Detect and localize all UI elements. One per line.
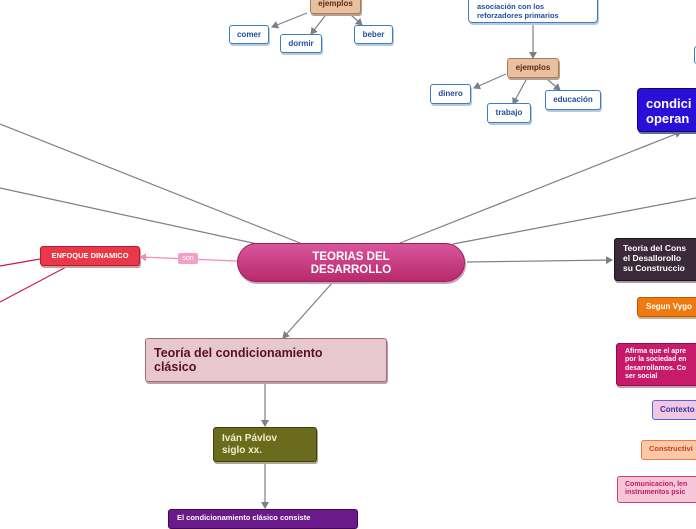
constructivismo-pill[interactable]: Constructivi (641, 440, 696, 460)
asociacion-line2: reforzadores primarios (477, 10, 559, 20)
example-educacion[interactable]: educación (545, 90, 601, 110)
operante-node[interactable]: condici operan (637, 88, 696, 132)
example-beber[interactable]: beber (354, 25, 393, 44)
constructivismo-node[interactable]: Teoria del Cons el Desallorollo su Const… (614, 238, 696, 281)
vygotsky-node[interactable]: Segun Vygo (637, 297, 696, 317)
afirma-line2: por la sociedad en (625, 356, 687, 364)
vygotsky-label: Segun Vygo (646, 302, 692, 311)
clasico-line1: Teoría del condicionamiento (154, 346, 323, 360)
operante-line2: operan (646, 110, 690, 126)
example-label: dinero (438, 89, 463, 99)
enfoque-label: ENFOQUE DINAMICO (51, 250, 129, 260)
example-label: comer (236, 29, 261, 39)
constructivismo-pill-label: Constructivi (649, 444, 693, 453)
ejemplos-label: ejemplos (318, 0, 353, 9)
constructivismo-line3: su Construccio (623, 262, 685, 273)
ejemplos-node-right[interactable]: ejemplos (507, 58, 559, 78)
example-label: educación (553, 95, 593, 105)
enfoque-dinamico-node[interactable]: ENFOQUE DINAMICO (40, 246, 140, 266)
example-dinero[interactable]: dinero (430, 84, 471, 104)
ejemplos-label: ejemplos (515, 63, 551, 73)
afirma-line4: ser social (625, 373, 658, 381)
comunicacion-line1: Comunicacion, len (625, 481, 688, 488)
comunicacion-line2: instrumentos psic (625, 489, 686, 497)
afirma-line3: desarrollamos. Co (625, 364, 687, 372)
central-line2: DESARROLLO (310, 264, 392, 277)
clasico-node[interactable]: Teoría del condicionamiento clásico (145, 338, 387, 382)
asociacion-line1: asociación con los (477, 2, 545, 11)
constructivismo-line1: Teoria del Cons (623, 243, 687, 253)
example-comer[interactable]: comer (229, 25, 269, 44)
pavlov-line2: siglo xx. (222, 444, 263, 456)
pavlov-line1: Iván Pávlov (222, 433, 278, 444)
central-line1: TEORIAS DEL (312, 251, 390, 263)
central-topic[interactable]: TEORIAS DEL DESARROLLO (237, 243, 465, 282)
asociacion-node[interactable]: asociación con los reforzadores primario… (468, 0, 598, 23)
contexto-label: Contexto (660, 405, 695, 414)
example-label: beber (362, 29, 385, 39)
description-text: El condicionamiento clásico consiste (177, 513, 311, 522)
pavlov-node[interactable]: Iván Pávlov siglo xx. (213, 427, 317, 462)
example-label: dormir (288, 38, 314, 48)
example-trabajo[interactable]: trabajo (487, 103, 531, 123)
clipped-node-right[interactable] (694, 46, 696, 64)
example-label: trabajo (495, 108, 523, 118)
comunicacion-node[interactable]: Comunicacion, len instrumentos psic (617, 476, 696, 503)
ejemplos-node-left[interactable]: ejemplos (310, 0, 361, 14)
clasico-line2: clásico (154, 360, 197, 375)
operante-line1: condici (646, 96, 692, 111)
constructivismo-line2: el Desallorollo (623, 252, 682, 263)
son-link-label: son (178, 253, 198, 264)
afirma-node[interactable]: Afirma que el apre por la sociedad en de… (616, 343, 696, 386)
afirma-line1: Afirma que el apre (625, 348, 687, 355)
contexto-node[interactable]: Contexto (652, 400, 696, 420)
clasico-description[interactable]: El condicionamiento clásico consiste (168, 509, 358, 529)
example-dormir[interactable]: dormir (280, 34, 322, 53)
